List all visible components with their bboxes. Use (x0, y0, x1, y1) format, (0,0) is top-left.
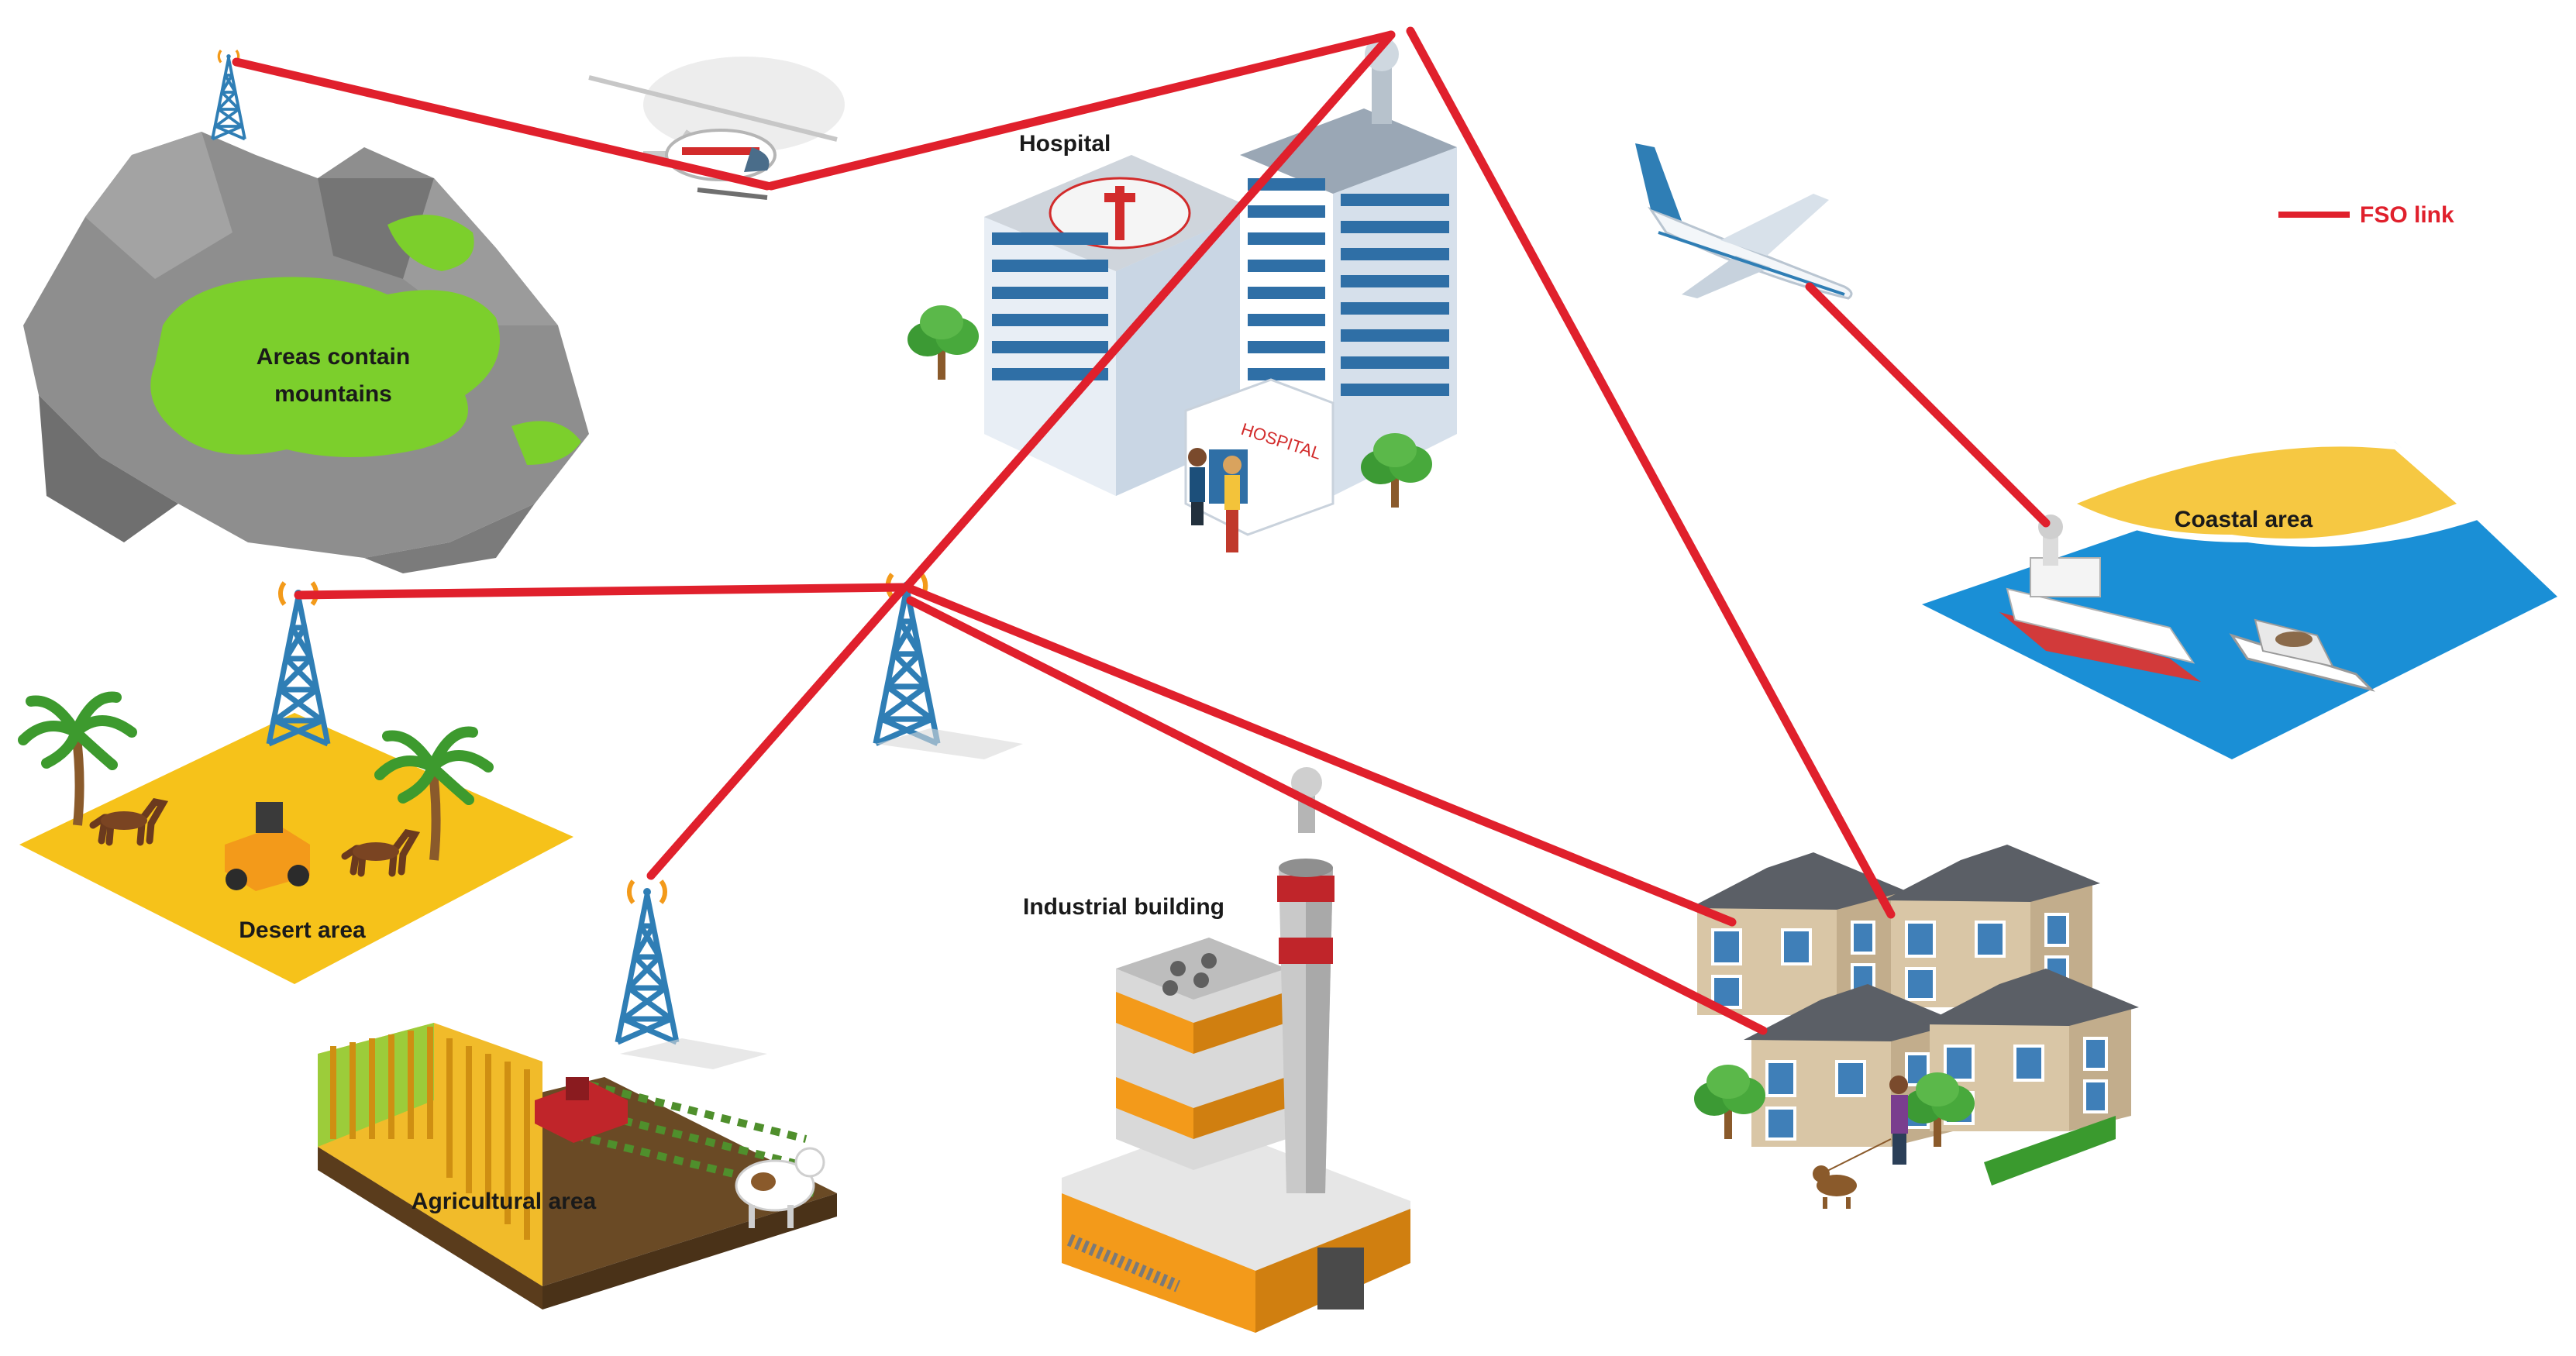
coastal-area: Coastal area (1922, 442, 2557, 759)
legend-label: FSO link (2360, 202, 2454, 228)
tree-icon (907, 305, 979, 380)
legend: FSO link (2278, 202, 2454, 228)
mountain-area-label-line1: Areas contain (257, 344, 410, 370)
cow-icon (735, 1147, 825, 1228)
desert-area: Desert area (19, 583, 573, 984)
fso-link-desert-central (294, 583, 907, 600)
agricultural-area-label: Agricultural area (412, 1189, 597, 1214)
fso-link-mountain-helicopter (232, 57, 772, 191)
airplane-icon (1635, 143, 1853, 300)
fso-link-central-agricultural (646, 584, 907, 880)
fso-link-airplane-ship (1805, 282, 2051, 528)
person-icon (1889, 1076, 1908, 1165)
fso-link-hospital-houses (1406, 26, 1896, 919)
agricultural-tower-icon (618, 881, 677, 1042)
desert-area-label: Desert area (239, 917, 366, 943)
coastal-area-label: Coastal area (2175, 507, 2313, 532)
desert-tower-icon (269, 583, 328, 744)
mountain-area-label-line2: mountains (274, 381, 392, 407)
fso-link-helicopter-hospital (766, 30, 1396, 191)
factory-icon (1062, 938, 1410, 1333)
fso-link-central-houses-a (906, 584, 1737, 927)
yacht-icon (2229, 618, 2375, 692)
chimney-icon (1277, 767, 1334, 1193)
tractor-icon (225, 802, 310, 891)
person-icon (1188, 448, 1242, 552)
fso-link-hospital-central (904, 30, 1396, 590)
dog-icon (1813, 1138, 1892, 1209)
industrial-building-label: Industrial building (1023, 894, 1224, 920)
houses-icon (1688, 843, 2140, 1186)
fso-links (232, 26, 2051, 1035)
hospital-label: Hospital (1019, 131, 1111, 157)
ship-icon (1999, 515, 2201, 682)
hospital-building-icon: HOSPITAL Hospital (984, 37, 1457, 536)
agricultural-area: Agricultural area (318, 881, 837, 1310)
fso-link-central-houses-b (906, 596, 1768, 1035)
harvester-icon (535, 1077, 628, 1143)
mountain-area: Areas contain mountains (23, 49, 589, 573)
